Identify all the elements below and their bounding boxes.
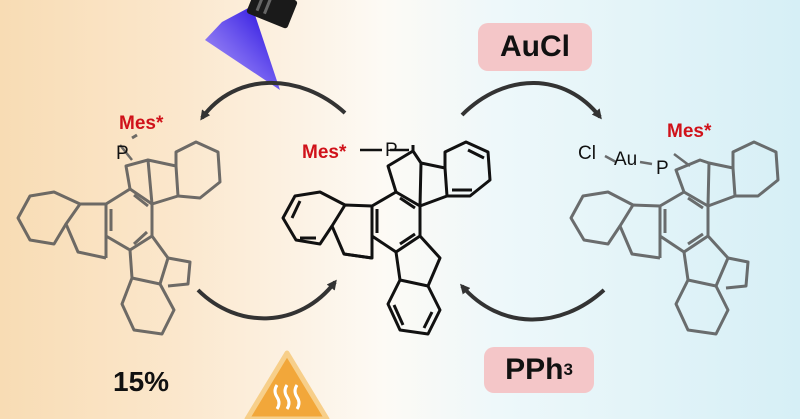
mes-star-label-right: Mes* bbox=[667, 121, 712, 142]
arrow-heat-reaction bbox=[196, 279, 337, 321]
center-molecule bbox=[281, 140, 492, 336]
arrow-light-reaction bbox=[200, 80, 347, 121]
reaction-arrows bbox=[196, 80, 606, 322]
left-molecule bbox=[16, 133, 222, 336]
pph3-reagent-label: PPh bbox=[505, 353, 564, 386]
yield-label: 15% bbox=[113, 366, 170, 397]
aucl-reagent-box: AuCl bbox=[478, 23, 592, 71]
uv-flashlight-icon bbox=[205, 0, 298, 90]
phosphorus-label-left: P bbox=[116, 143, 129, 164]
chloride-label-right: Cl bbox=[578, 143, 596, 164]
right-molecule bbox=[569, 140, 780, 336]
pph3-subscript: 3 bbox=[563, 360, 573, 379]
mes-star-label-left: Mes* bbox=[119, 113, 164, 134]
heat-warning-icon bbox=[244, 350, 330, 419]
aucl-reagent-label: AuCl bbox=[500, 30, 570, 63]
phosphorus-label-center: P bbox=[385, 140, 398, 161]
arrow-aucl-complexation bbox=[460, 81, 602, 120]
mes-star-label-center: Mes* bbox=[302, 142, 347, 163]
arrow-pph3-decomplexation bbox=[460, 283, 606, 322]
phosphorus-label-right: P bbox=[656, 158, 669, 179]
gold-label-right: Au bbox=[614, 149, 638, 170]
